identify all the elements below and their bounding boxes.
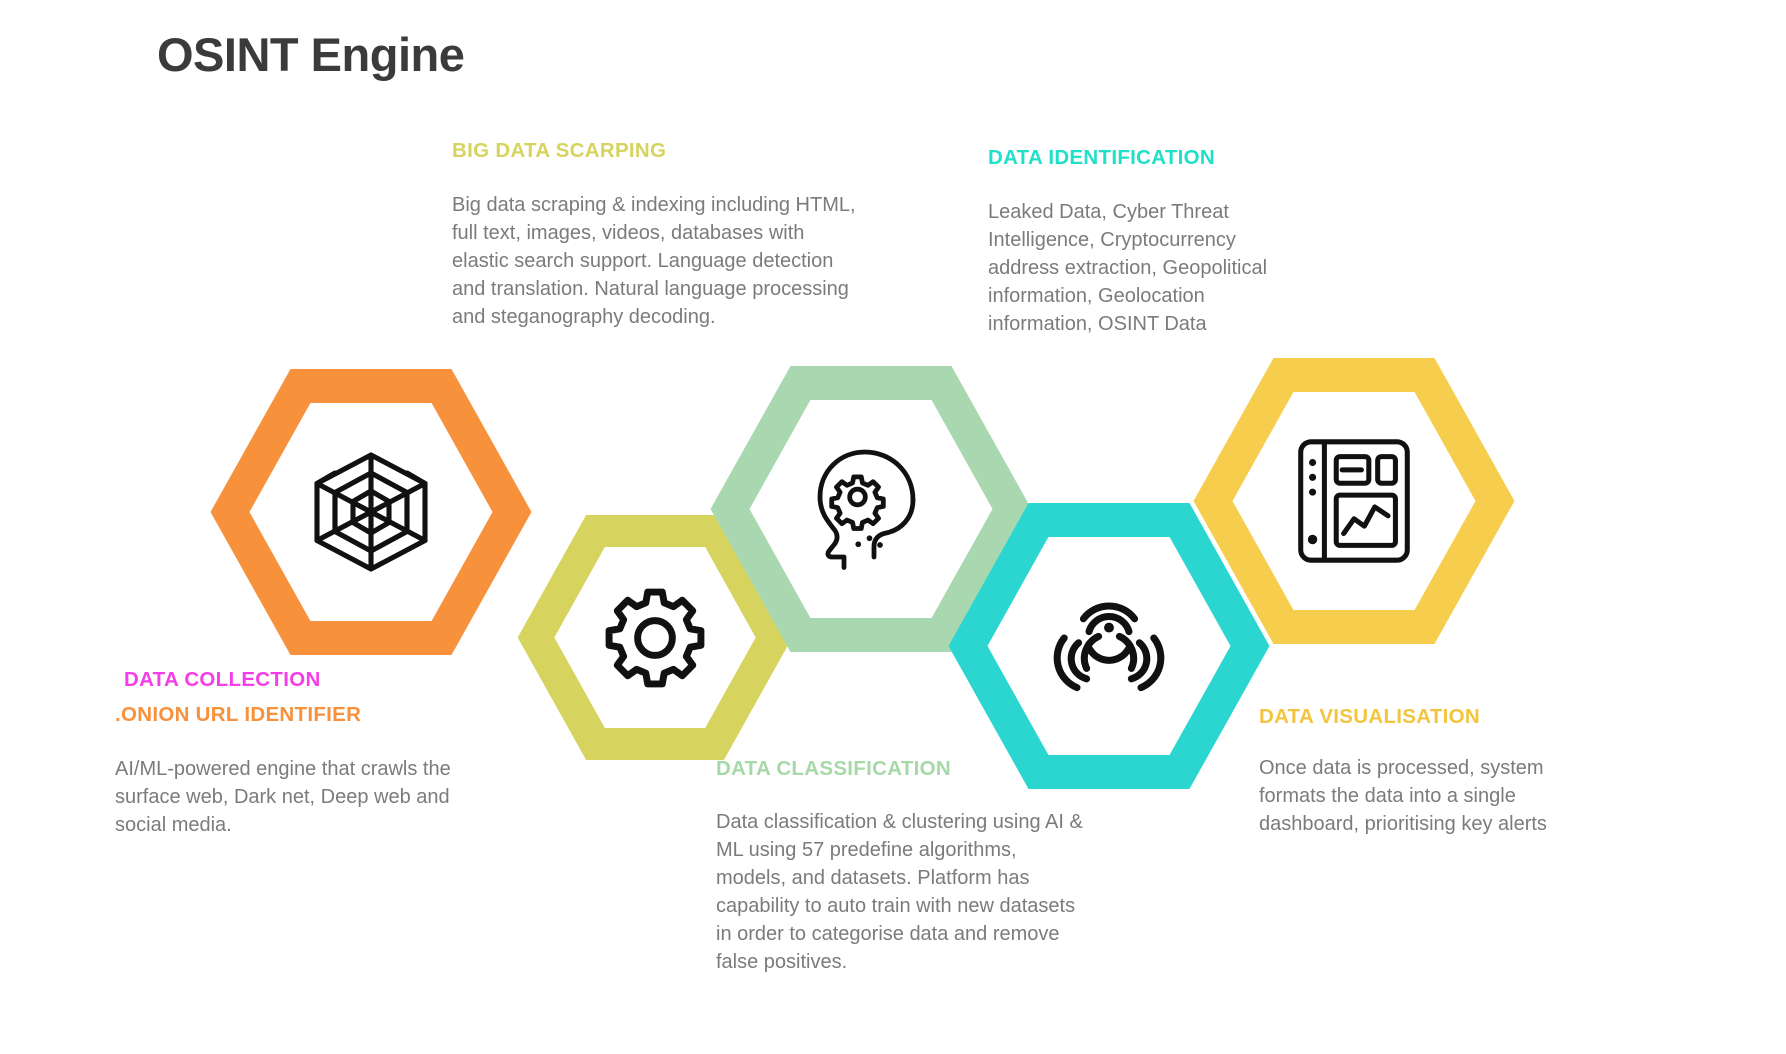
body-data-collection: AI/ML-powered engine that crawls the sur… [115, 758, 451, 836]
hexagon-shape-mint [710, 366, 1032, 652]
body-data-identification: Leaked Data, Cyber Threat Intelligence, … [988, 201, 1268, 335]
body-data-classification: Data classification & clustering using A… [716, 811, 1083, 973]
heading-data-identification: DATA IDENTIFICATION [988, 146, 1215, 169]
hexagon-data-collection[interactable] [210, 369, 532, 655]
hexagon-data-identification[interactable] [948, 503, 1270, 789]
heading-data-visualisation: DATA VISUALISATION [1259, 705, 1481, 728]
body-big-data-scraping: Big data scraping & indexing including H… [452, 194, 856, 328]
hexagon-shape-cyan [948, 503, 1270, 789]
hexagon-shape-gold [1193, 358, 1515, 644]
body-data-visualisation: Once data is processed, system formats t… [1259, 757, 1547, 835]
heading-big-data-scraping: BIG DATA SCARPING [452, 139, 667, 162]
block-data-collection: DATA COLLECTION .ONION URL IDENTIFIER AI… [115, 668, 475, 839]
hexagon-data-visualisation[interactable] [1193, 358, 1515, 644]
heading-data-collection: DATA COLLECTION [124, 668, 321, 691]
heading-data-classification: DATA CLASSIFICATION [716, 757, 951, 780]
hexagon-shape-khaki [517, 515, 793, 760]
hexagon-shape-orange [210, 369, 532, 655]
block-big-data-scraping: BIG DATA SCARPING Big data scraping & in… [452, 139, 872, 331]
block-data-classification: DATA CLASSIFICATION Data classification … [716, 757, 1096, 976]
heading-onion-url-identifier: .ONION URL IDENTIFIER [115, 703, 362, 726]
page-title: OSINT Engine [157, 28, 465, 81]
block-data-visualisation: DATA VISUALISATION Once data is processe… [1259, 705, 1579, 838]
block-data-identification: DATA IDENTIFICATION Leaked Data, Cyber T… [988, 146, 1318, 338]
